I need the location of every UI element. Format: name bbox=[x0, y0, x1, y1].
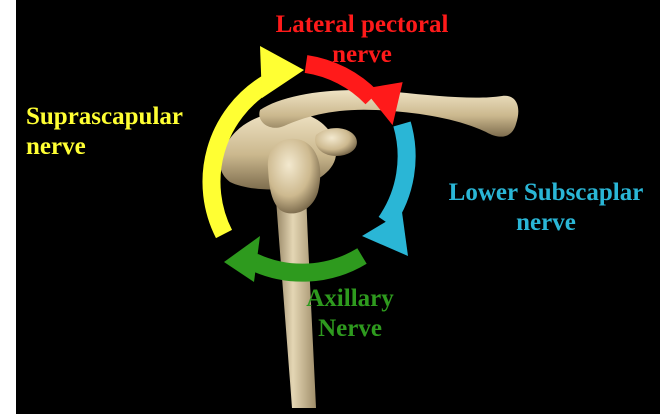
label-line-2: nerve bbox=[426, 208, 660, 238]
figure-canvas: Lateral pectoral nerve Suprascapular ner… bbox=[16, 0, 660, 414]
label-line-1: Suprascapular bbox=[26, 102, 226, 132]
label-line-1: Lower Subscaplar bbox=[426, 178, 660, 208]
label-line-2: nerve bbox=[252, 40, 472, 70]
axillary-nerve-label: Axillary Nerve bbox=[270, 284, 430, 344]
lateral-pectoral-nerve-label: Lateral pectoral nerve bbox=[252, 10, 472, 70]
label-line-1: Axillary bbox=[270, 284, 430, 314]
label-line-1: Lateral pectoral bbox=[252, 10, 472, 40]
lower-subscapular-arrow bbox=[362, 124, 408, 256]
label-line-2: nerve bbox=[26, 132, 226, 162]
lower-subscapular-nerve-label: Lower Subscaplar nerve bbox=[426, 178, 660, 238]
label-line-2: Nerve bbox=[270, 314, 430, 344]
suprascapular-nerve-label: Suprascapular nerve bbox=[26, 102, 226, 162]
